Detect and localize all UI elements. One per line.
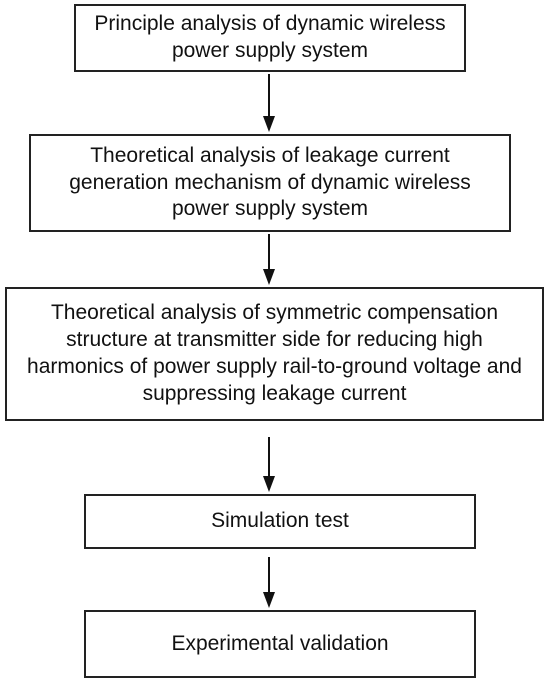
step-box-symmetric-compensation: Theoretical analysis of symmetric compen… [5,287,544,421]
step-label: Simulation test [211,509,349,533]
step-box-principle-analysis: Principle analysis of dynamic wireless p… [74,4,466,72]
step-box-simulation-test: Simulation test [84,494,476,549]
step-box-experimental-validation: Experimental validation [84,610,476,678]
step-label: Principle analysis of dynamic wireless p… [94,12,446,62]
flow-arrow-2 [262,234,276,285]
step-box-leakage-current-mechanism: Theoretical analysis of leakage current … [29,134,511,232]
flow-arrow-4 [262,551,276,608]
step-label: Experimental validation [171,631,389,655]
flow-arrow-3 [262,423,276,492]
step-label: Theoretical analysis of symmetric compen… [27,301,522,405]
flow-arrow-1 [262,74,276,132]
step-label: Theoretical analysis of leakage current … [69,143,471,221]
